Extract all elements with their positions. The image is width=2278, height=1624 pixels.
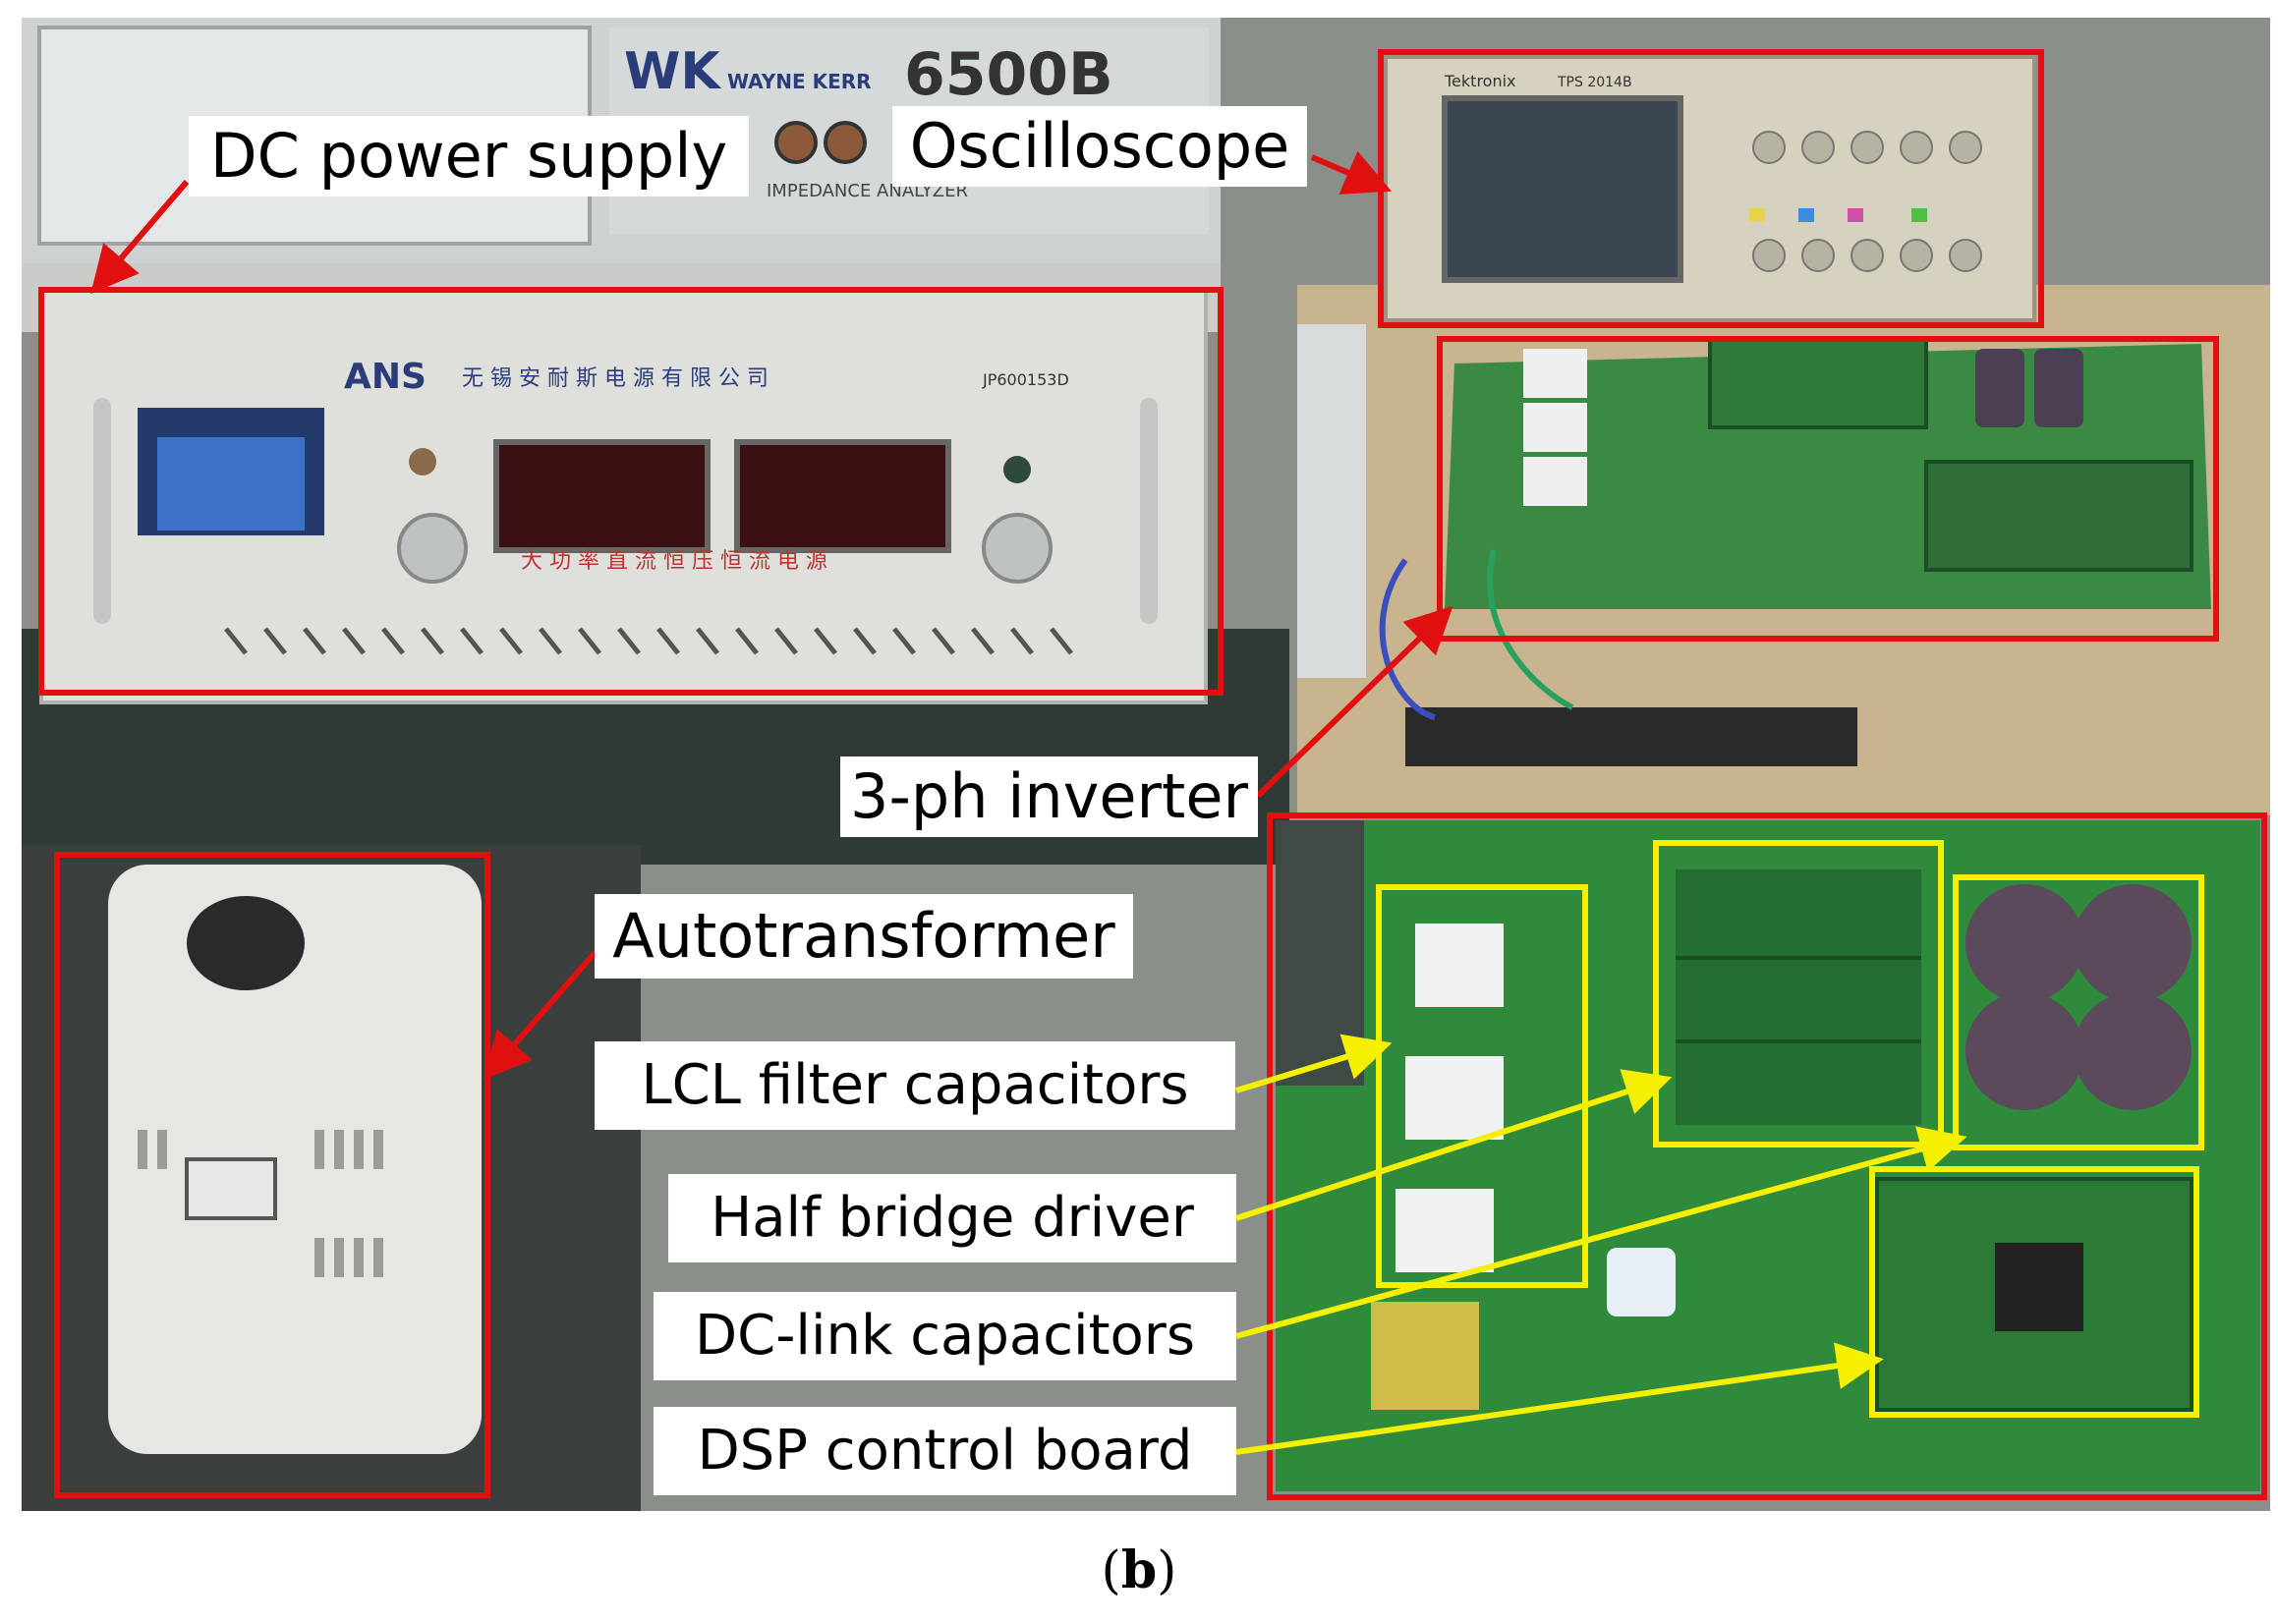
terminal-block [1405,707,1857,766]
autotransformer-body [108,865,482,1454]
status-indicator [1003,456,1031,483]
power-indicator [409,448,436,476]
label-dc-link-capacitors: DC-link capacitors [654,1292,1236,1380]
ch4-button [1911,208,1927,222]
half-bridge-highlight [1653,840,1944,1148]
vent-slots [224,627,1073,655]
label-dsp-control-board: DSP control board [654,1407,1236,1495]
lcl-cap-1 [1415,924,1504,1007]
psu-model: JP600153D [982,370,1069,389]
dsp-chip [1995,1243,2083,1331]
closeup-button [1607,1248,1676,1316]
breaker-switch [157,437,305,531]
autotransformer-knob [187,896,305,990]
analyzer-logo: WK [624,42,721,101]
label-lcl-filter-capacitors: LCL filter capacitors [595,1041,1235,1130]
caption-close-paren: ) [1157,1541,1177,1600]
dc-link-cap-4 [2074,992,2192,1110]
psu-brand: ANS [344,357,427,397]
dc-cap-top-1 [1975,349,2024,427]
inverter-highlight [1437,336,2219,642]
dsp-highlight [1869,1166,2199,1418]
dc-power-supply-highlight [38,287,1224,696]
ch3-button [1848,208,1863,222]
ch2-button [1798,208,1814,222]
dc-link-cap-2 [2074,884,2192,1002]
aluminium-rail [1297,324,1366,678]
autotransformer-meter [185,1157,277,1220]
filter-cap-top-1 [1523,349,1587,398]
green-wire [1487,549,1574,710]
label-inverter: 3-ph inverter [840,756,1258,837]
oscilloscope-screen [1442,95,1683,283]
dc-link-highlight [1953,874,2204,1150]
autotransformer-vents [138,1130,383,1277]
caption-letter: b [1120,1540,1158,1600]
label-oscilloscope: Oscilloscope [892,106,1307,187]
inverter-closeup-highlight [1267,812,2267,1500]
dc-link-cap-1 [1965,884,2083,1002]
label-autotransformer: Autotransformer [595,894,1133,979]
half-bridge-boards [1676,869,1921,1125]
label-dc-power-supply: DC power supply [189,116,749,196]
driver-board-top [1708,337,1928,429]
closeup-terminal-strip [1276,820,1364,1086]
oscilloscope-controls [1752,131,1982,272]
fuse-holders [1371,1302,1479,1410]
bnc-connector-2 [824,121,867,164]
voltage-display [493,439,711,553]
psu-company: 无 锡 安 耐 斯 电 源 有 限 公 司 [462,366,769,391]
handle-left [93,398,111,624]
lcl-cap-2 [1405,1056,1504,1140]
handle-right [1140,398,1158,624]
filter-cap-top-2 [1523,403,1587,452]
arrow-dc-link [1235,1126,1967,1339]
blue-wire [1379,558,1436,720]
voltage-knob [397,513,468,584]
arrow-dsp [1235,1342,1884,1455]
label-half-bridge-driver: Half bridge driver [668,1174,1236,1262]
scope-brand: Tektronix [1444,72,1516,90]
arrow-lcl-filter [1235,1034,1393,1093]
filter-cap-top-3 [1523,457,1587,506]
caption-open-paren: ( [1101,1541,1121,1600]
arrow-inverter [1255,605,1453,799]
bnc-connector-1 [774,121,818,164]
ch1-button [1749,208,1765,222]
figure-caption: (b) [0,1540,2278,1600]
arrow-autotransformer [484,951,598,1081]
psu-bottom-text: 大 功 率 直 流 恒 压 恒 流 电 源 [521,549,827,574]
current-knob [982,513,1053,584]
lcl-filter-highlight [1376,884,1588,1288]
dsp-board-top [1924,460,2193,572]
dc-cap-top-2 [2034,349,2083,427]
analyzer-model: 6500B [904,40,1113,109]
current-display [734,439,951,553]
lcl-cap-3 [1395,1189,1494,1272]
scope-model: TPS 2014B [1557,75,1632,90]
arrow-half-bridge [1235,1069,1673,1221]
analyzer-brand: WAYNE KERR [727,70,872,93]
arrow-oscilloscope [1310,150,1393,195]
autotransformer-highlight [54,852,490,1498]
arrow-dc-power-supply [90,180,190,295]
dc-link-cap-3 [1965,992,2083,1110]
